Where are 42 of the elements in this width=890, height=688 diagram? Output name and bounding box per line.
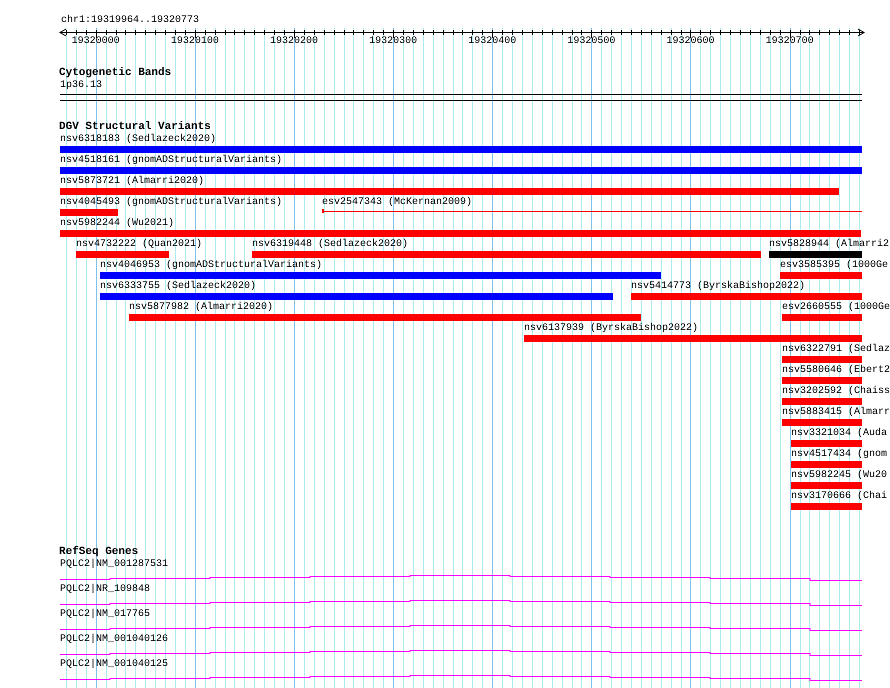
tick-label: 19320600 bbox=[666, 36, 714, 48]
variant-label: nsv5580646 (Ebert2 bbox=[782, 365, 890, 377]
gene-label: PQLC2|NR_109848 bbox=[60, 584, 150, 596]
gene-label: PQLC2|NM_001040126 bbox=[60, 634, 168, 646]
track-label: chr1:19319964..19320773 bbox=[61, 15, 200, 27]
tick-label: 19320000 bbox=[72, 36, 120, 48]
gene-label: PQLC2|NM_017765 bbox=[60, 609, 150, 621]
variant-label: nsv5828944 (Almarri2 bbox=[769, 239, 890, 251]
gene-label: PQLC2|NM_001040125 bbox=[60, 659, 168, 671]
variant-label: esv2660555 (1000Ge bbox=[782, 302, 890, 314]
variant-label: nsv4046953 (gnomADStructuralVariants) bbox=[100, 260, 322, 272]
variant-label: nsv5877982 (Almarri2020) bbox=[129, 302, 274, 314]
variant-label: nsv6333755 (Sedlazeck2020) bbox=[100, 281, 256, 293]
variant-label: nsv4517434 (gnom bbox=[791, 449, 888, 461]
variant-label: nsv5873721 (Almarri2020) bbox=[60, 176, 204, 188]
variant-label: nsv5883415 (Almarr bbox=[782, 407, 890, 419]
variant-label: nsv4732222 (Quan2021) bbox=[76, 239, 202, 251]
variant-label: nsv6322791 (Sedlaz bbox=[782, 344, 890, 356]
track-title: DGV Structural Variants bbox=[59, 121, 211, 133]
variant-label: nsv3202592 (Chaiss bbox=[782, 386, 890, 398]
variant-label: nsv3321034 (Auda bbox=[791, 428, 888, 440]
variant-label: esv3585395 (1000Ge bbox=[780, 260, 888, 272]
variant-label: nsv6319448 (Sedlazeck2020) bbox=[252, 239, 408, 251]
gene-label: PQLC2|NM_001287531 bbox=[60, 559, 168, 571]
tick-label: 19320700 bbox=[766, 36, 814, 48]
variant-label: nsv5982245 (Wu20 bbox=[791, 470, 888, 482]
variant-label: nsv4518161 (gnomADStructuralVariants) bbox=[60, 155, 282, 167]
tick-label: 19320300 bbox=[369, 36, 418, 48]
variant-label: nsv6318183 (Sedlazeck2020) bbox=[60, 134, 216, 146]
tick-label: 19320400 bbox=[468, 36, 516, 48]
tick-label: 19320500 bbox=[567, 36, 616, 48]
track-title: Cytogenetic Bands bbox=[59, 67, 172, 79]
track-label: 1p36.13 bbox=[60, 80, 102, 92]
variant-label: esv2547343 (McKernan2009) bbox=[322, 197, 472, 209]
tick-label: 19320200 bbox=[270, 36, 318, 48]
variant-label: nsv5982244 (Wu2021) bbox=[60, 218, 174, 230]
variant-label: nsv6137939 (ByrskaBishop2022) bbox=[524, 323, 698, 335]
variant-label: nsv4045493 (gnomADStructuralVariants) bbox=[60, 197, 282, 209]
variant-label: nsv3170666 (Chai bbox=[791, 491, 888, 503]
track-title: RefSeq Genes bbox=[59, 546, 138, 558]
tick-label: 19320100 bbox=[170, 36, 219, 48]
variant-label: nsv5414773 (ByrskaBishop2022) bbox=[631, 281, 806, 293]
